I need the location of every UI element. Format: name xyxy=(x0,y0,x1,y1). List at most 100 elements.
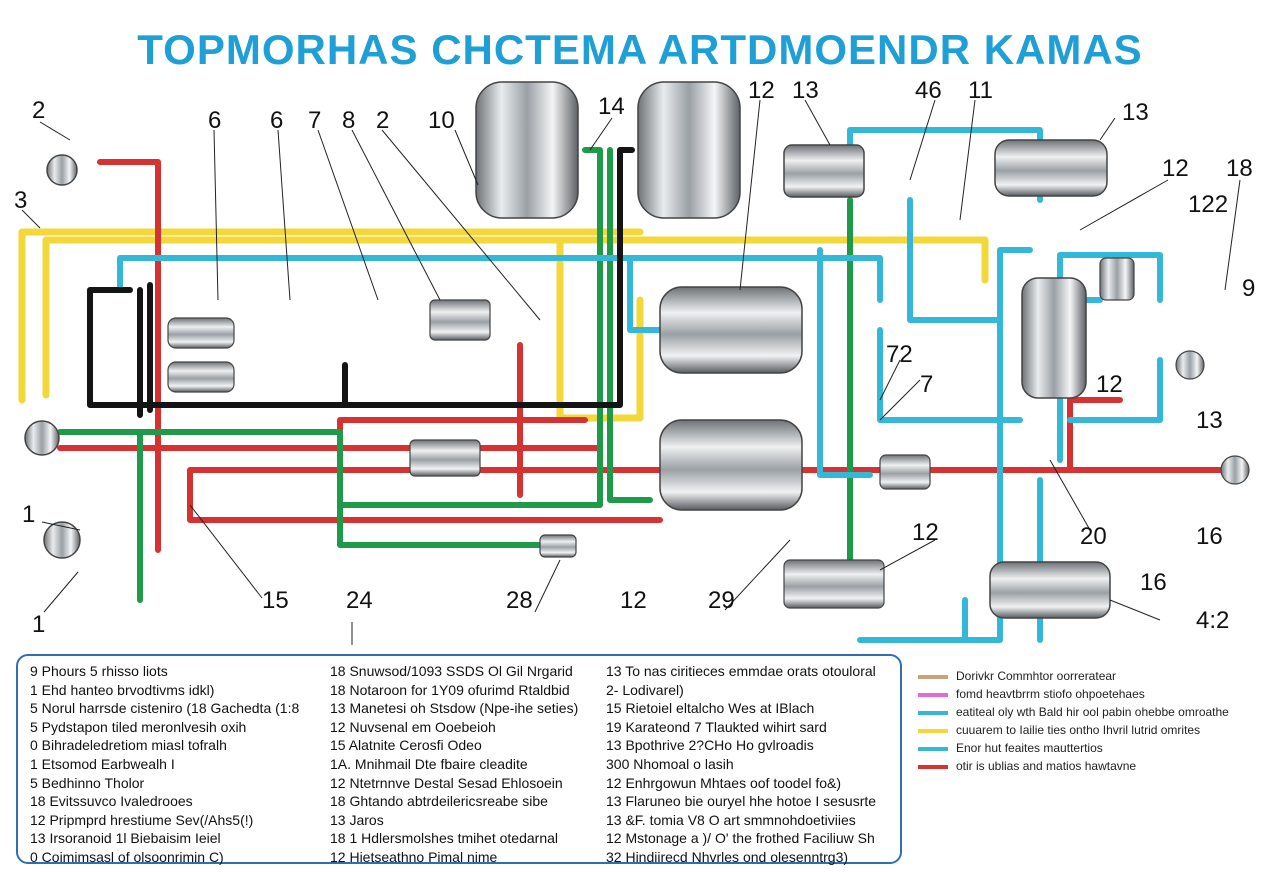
line-legend-label: otir is ublias and matios hawtavne xyxy=(956,759,1137,773)
legend-item: 300 Nhomoal o lasih xyxy=(606,755,734,772)
callout-label: 13 xyxy=(1122,99,1149,126)
line-legend-label: eatiteal oly wth Bald hir ool pabin oheb… xyxy=(956,705,1229,719)
callout-label: 13 xyxy=(1196,407,1223,434)
valve-right-upper xyxy=(1175,350,1205,380)
callout-label: 13 xyxy=(792,77,819,104)
legend-item: 5 Bedhinno Tholor xyxy=(30,774,145,791)
legend-item: 5 Norul harrsde cisteniro (18 Gachedta (… xyxy=(30,700,300,717)
yellow-pipe-1 xyxy=(18,228,989,422)
legend-item: 15 Rietoiel eltalcho Wes at IBlach xyxy=(606,700,815,717)
valve-right-lower xyxy=(1220,455,1250,485)
legend-item: 18 Snuwsod/1093 SSDS Ol Gil Nrgarid xyxy=(330,663,573,679)
line-swatch xyxy=(918,747,948,751)
receiver-tank-1 xyxy=(475,81,579,219)
line-legend-row: Enor hut feaites mauttertios xyxy=(918,740,1270,758)
line-legend-row: fomd heavtbrrm stiofo ohpoetehaes xyxy=(918,686,1270,704)
legend-item: 18 Evitssuvco Ivaledrooes xyxy=(30,793,193,810)
valve-mid-right xyxy=(879,454,931,490)
callout-label: 12 xyxy=(1096,371,1123,398)
callout-label: 1 xyxy=(22,501,35,528)
legend-item: 18 Ghtando abtrdeilericsreabe sibe xyxy=(330,793,548,810)
line-legend-row: eatiteal oly wth Bald hir ool pabin oheb… xyxy=(918,704,1270,722)
legend-item: 2- Lodivarel) xyxy=(606,681,684,698)
legend-item: 0 Bihradeledretiom miasl tofralh xyxy=(30,737,227,754)
callout-label: 18 xyxy=(1226,155,1253,182)
callout-label: 16 xyxy=(1196,523,1223,550)
callout-label: 46 xyxy=(915,77,942,104)
callout-label: 12 xyxy=(912,519,939,546)
legend-item: 5 Pydstapon tiled meronlvesih oxih xyxy=(30,718,247,735)
brake-chamber-1 xyxy=(994,139,1108,197)
legend-item: 15 Alatnite Cerosfi Odeo xyxy=(330,737,482,754)
black-pipe-1 xyxy=(87,147,635,418)
valve-upper-right xyxy=(1099,257,1135,301)
callout-label: 28 xyxy=(506,587,533,614)
legend-item: 12 Ntetrnnve Destal Sesad Ehlosoein xyxy=(330,774,563,791)
compressor xyxy=(783,144,865,198)
legend-item: 13 &F. tomia V8 O art smmnohdoetiviies xyxy=(606,811,856,828)
line-legend-row: otir is ublias and matios hawtavne xyxy=(918,758,1270,776)
brake-chamber-2 xyxy=(989,561,1111,619)
legend-item: 1 Etsomod Earbwealh I xyxy=(30,755,175,772)
receiver-tank-5 xyxy=(1021,277,1087,399)
legend-item: 13 To nas ciritieces emmdae orats otoulo… xyxy=(606,663,876,679)
callout-label: 2 xyxy=(32,97,45,124)
receiver-tank-4 xyxy=(659,419,803,511)
component-legend: 9 Phours 5 rhisso liots 1 Ehd hanteo brv… xyxy=(16,654,902,867)
callout-label: 9 xyxy=(1242,275,1255,302)
callout-label: 24 xyxy=(346,587,373,614)
callout-label: 7 xyxy=(308,107,321,134)
legend-item: 19 Karateond 7 Tlaukted wihirt sard xyxy=(606,718,827,735)
callout-label: 12 xyxy=(620,587,647,614)
callout-label: 6 xyxy=(208,107,221,134)
valve-block-bottom xyxy=(783,559,885,609)
legend-item: 1A. Mnihmail Dte fbaire cleadite xyxy=(330,755,528,772)
legend-item: 18 1 Hdlersmolshes tmihet otedarnal xyxy=(330,830,559,847)
callout-label: 122 xyxy=(1188,191,1228,218)
legend-item: 12 Enhrgowun Mhtaes oof toodel fo&) xyxy=(606,774,842,791)
legend-item: 0 Coimimsasl of olsoonrimin C) xyxy=(30,848,224,865)
line-legend-label: Dorivkr Commhtor oorreratear xyxy=(956,669,1117,683)
callout-label: 3 xyxy=(14,187,27,214)
cylinder-2 xyxy=(167,361,235,393)
line-legend-label: fomd heavtbrrm stiofo ohpoetehaes xyxy=(956,687,1145,701)
legend-item: 13 Jaros xyxy=(330,811,384,828)
callout-label: 12 xyxy=(1162,155,1189,182)
legend-item: 9 Phours 5 rhisso liots xyxy=(30,663,168,679)
callout-label: 6 xyxy=(270,107,283,134)
cylinder-1 xyxy=(167,317,235,349)
callout-label: 7 xyxy=(920,371,933,398)
legend-item: 13 Flaruneo bie ouryel hhe hotoe I sesus… xyxy=(606,793,877,810)
legend-item: 32 Hindiirecd Nhvrles ond olesenntrg3) xyxy=(606,848,849,865)
callout-label: 29 xyxy=(708,587,735,614)
components xyxy=(24,81,1250,619)
callout-label: 16 xyxy=(1140,569,1167,596)
pipe-color-legend: Dorivkr Commhtor oorreratear fomd heavtb… xyxy=(918,668,1270,776)
callout-label: 10 xyxy=(428,107,455,134)
legend-column-3: 13 To nas ciritieces emmdae orats otoulo… xyxy=(606,662,896,867)
callout-label: 20 xyxy=(1080,523,1107,550)
legend-item: 13 Bpothrive 2?CHo Ho gvlroadis xyxy=(606,737,814,754)
callout-label: 72 xyxy=(886,341,913,368)
line-swatch xyxy=(918,765,948,769)
line-swatch xyxy=(918,675,948,679)
protection-valve xyxy=(46,154,78,186)
legend-item: 1 Ehd hanteo brvodtivms idkl) xyxy=(30,681,215,698)
valve-block-center xyxy=(429,299,491,341)
leader-lines xyxy=(21,99,1241,645)
callout-label: 12 xyxy=(748,77,775,104)
line-swatch xyxy=(918,729,948,733)
legend-item: 12 Mstonage a )/ O' the frothed Faciliuw… xyxy=(606,830,875,847)
line-legend-row: Dorivkr Commhtor oorreratear xyxy=(918,668,1270,686)
brake-valve-left xyxy=(24,420,60,456)
legend-column-2: 18 Snuwsod/1093 SSDS Ol Gil Nrgarid 18 N… xyxy=(330,662,602,867)
line-legend-row: cuuarem to Iailie ties ontho Ihvril lutr… xyxy=(918,722,1270,740)
line-swatch xyxy=(918,711,948,715)
callout-label: 15 xyxy=(262,587,289,614)
callout-label: 8 xyxy=(342,107,355,134)
legend-item: 12 Pripmprd hrestiume Sev(/Ahs5(!) xyxy=(30,811,254,828)
line-swatch xyxy=(918,693,948,697)
line-legend-label: cuuarem to Iailie ties ontho Ihvril lutr… xyxy=(956,723,1201,737)
callout-label: 14 xyxy=(598,93,625,120)
